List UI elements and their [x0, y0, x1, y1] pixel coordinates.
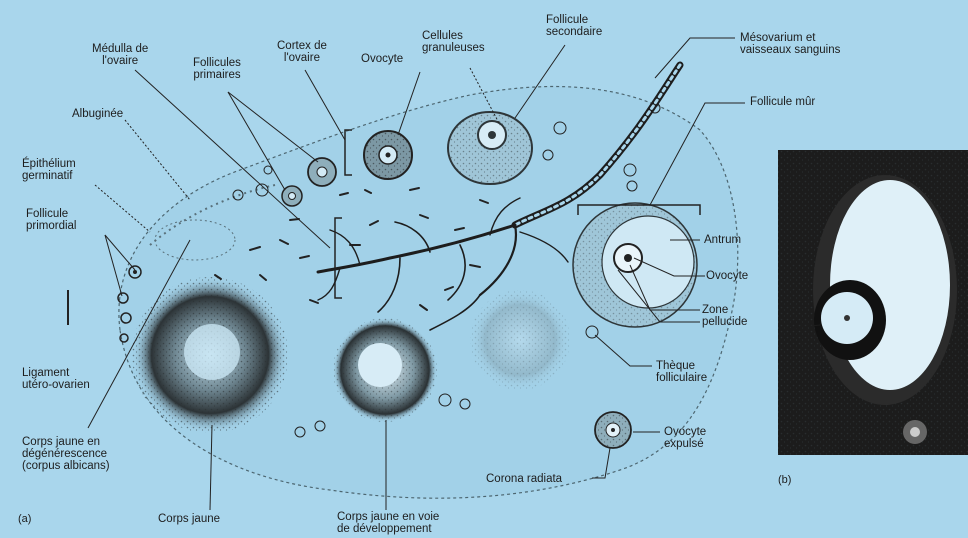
label-follicule-mur: Follicule mûr — [750, 96, 815, 108]
label-follicule-secondaire: Follicule secondaire — [546, 14, 602, 38]
panel-b-tag: (b) — [778, 474, 791, 486]
mature-follicle-photo — [778, 150, 968, 455]
label-ovocyte-right: Ovocyte — [706, 270, 748, 282]
label-follicule-primordial: Follicule primordial — [26, 208, 77, 232]
label-mesovarium: Mésovarium et vaisseaux sanguins — [740, 32, 840, 56]
label-ovocyte-top: Ovocyte — [361, 53, 403, 65]
label-ovocyte-expulse: Ovocyte expulsé — [664, 426, 706, 450]
label-albuginee: Albuginée — [72, 108, 123, 120]
label-ligament: Ligament utéro-ovarien — [22, 367, 90, 391]
label-zone-pellucide: Zone pellucide — [702, 304, 747, 328]
label-follicules-primaires: Follicules primaires — [193, 57, 241, 81]
label-medulla: Médulla de l'ovaire — [92, 43, 148, 67]
label-corps-jaune-dev: Corps jaune en voie de développement — [337, 511, 439, 535]
panel-a-tag: (a) — [18, 513, 31, 525]
label-corona-radiata: Corona radiata — [486, 473, 562, 485]
label-corps-jaune: Corps jaune — [158, 513, 220, 525]
label-corps-jaune-degen: Corps jaune en dégénérescence (corpus al… — [22, 436, 110, 472]
label-cortex: Cortex de l'ovaire — [277, 40, 327, 64]
label-epithelium: Épithélium germinatif — [22, 158, 76, 182]
label-theque: Thèque folliculaire — [656, 360, 707, 384]
label-antrum: Antrum — [704, 234, 741, 246]
label-cellules-granuleuses: Cellules granuleuses — [422, 30, 485, 54]
